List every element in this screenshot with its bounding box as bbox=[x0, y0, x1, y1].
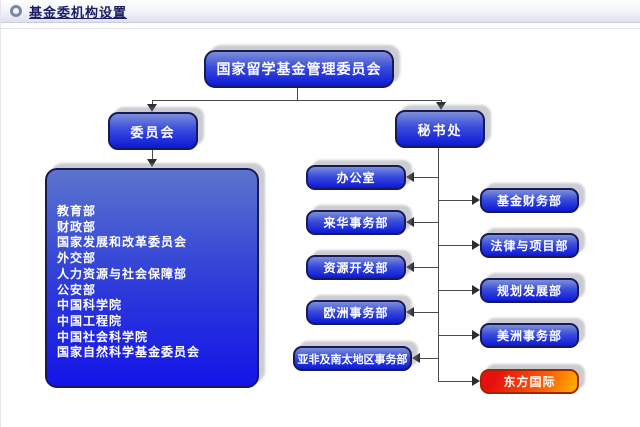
connector-branch-planning bbox=[439, 290, 472, 291]
connector-branch-office bbox=[414, 177, 438, 178]
header-divider bbox=[1, 28, 640, 29]
connector-committee-stub bbox=[152, 100, 153, 106]
page-header: 基金委机构设置 bbox=[1, 0, 640, 23]
connector-branch-legal bbox=[439, 245, 472, 246]
org-node-inbound-affairs[interactable]: 来华事务部 bbox=[306, 210, 406, 235]
connector-branch-america bbox=[439, 335, 472, 336]
member-line: 公安部 bbox=[57, 282, 97, 297]
member-line: 中国社会科学院 bbox=[57, 329, 149, 344]
arrow-right-planning bbox=[472, 285, 480, 295]
connector-root-stem bbox=[297, 88, 298, 101]
page-title: 基金委机构设置 bbox=[29, 4, 128, 20]
member-line: 国家自然科学基金委员会 bbox=[57, 345, 201, 360]
member-line: 教育部 bbox=[57, 204, 97, 218]
org-node-resource-development[interactable]: 资源开发部 bbox=[306, 255, 406, 280]
connector-branch-resource bbox=[414, 267, 438, 268]
org-node-secretariat[interactable]: 秘书处 bbox=[395, 110, 485, 148]
arrow-down-members bbox=[147, 159, 157, 167]
connector-branch-inbound bbox=[414, 222, 438, 223]
org-node-committee[interactable]: 委员会 bbox=[108, 112, 198, 150]
arrow-down-secretariat bbox=[436, 102, 446, 110]
org-node-europe-affairs[interactable]: 欧洲事务部 bbox=[306, 300, 406, 325]
member-line: 财政部 bbox=[57, 219, 97, 234]
arrow-right-oriental bbox=[472, 376, 480, 386]
connector-branch-europe bbox=[414, 312, 438, 313]
connector-branch-oriental bbox=[439, 381, 472, 382]
member-line: 中国工程院 bbox=[57, 313, 123, 328]
member-line: 人力资源与社会保障部 bbox=[57, 266, 188, 281]
member-line: 中国科学院 bbox=[57, 298, 123, 313]
arrow-down-committee bbox=[147, 104, 157, 112]
arrow-left-europe bbox=[406, 307, 414, 317]
circle-bullet-icon bbox=[10, 5, 22, 17]
connector-branch-asia-africa bbox=[420, 358, 438, 359]
arrow-left-resource bbox=[406, 262, 414, 272]
org-node-members-box[interactable]: 教育部 财政部 国家发展和改革委员会 外交部 人力资源与社会保障部 公安部 中国… bbox=[45, 168, 259, 388]
arrow-left-inbound bbox=[406, 217, 414, 227]
arrow-left-office bbox=[406, 172, 414, 182]
org-node-oriental-international[interactable]: 东方国际 bbox=[480, 369, 579, 394]
org-node-planning-development[interactable]: 规划发展部 bbox=[480, 278, 579, 303]
connector-level2-rail bbox=[152, 100, 442, 101]
arrow-left-asia-africa bbox=[412, 353, 420, 363]
org-node-root[interactable]: 国家留学基金管理委员会 bbox=[204, 50, 394, 88]
org-node-legal-project[interactable]: 法律与项目部 bbox=[480, 233, 579, 258]
org-node-asia-africa-pacific[interactable]: 亚非及南太地区事务部 bbox=[293, 346, 412, 371]
connector-branch-finance bbox=[439, 200, 472, 201]
org-node-office[interactable]: 办公室 bbox=[306, 165, 406, 190]
arrow-right-america bbox=[472, 330, 480, 340]
member-line: 外交部 bbox=[57, 251, 97, 266]
org-node-fund-finance[interactable]: 基金财务部 bbox=[480, 188, 579, 213]
org-node-america-affairs[interactable]: 美洲事务部 bbox=[480, 323, 579, 348]
arrow-right-finance bbox=[472, 195, 480, 205]
connector-secretariat-trunk bbox=[438, 148, 439, 382]
member-line: 国家发展和改革委员会 bbox=[57, 235, 188, 250]
arrow-right-legal bbox=[472, 240, 480, 250]
connector-members-stem bbox=[152, 150, 153, 161]
